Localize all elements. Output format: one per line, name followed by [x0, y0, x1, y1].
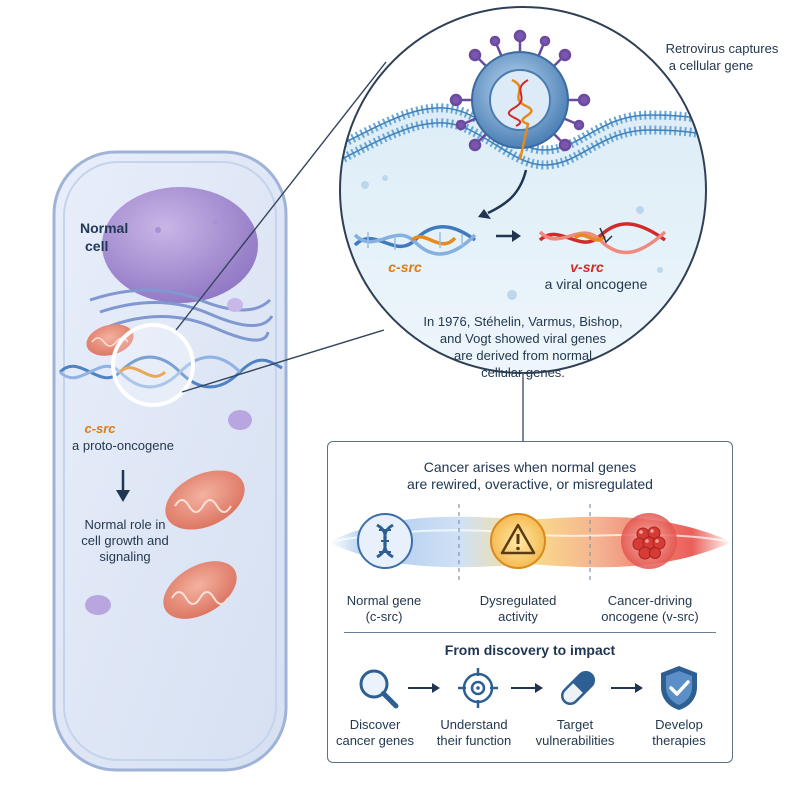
- cell-title: Normal: [80, 220, 129, 236]
- panel-heading-line2: are rewired, overactive, or misregulated: [407, 476, 653, 492]
- zoom-connector-top: [175, 61, 387, 331]
- cell-title-line2: cell: [85, 238, 109, 254]
- mitochondria: [86, 324, 245, 619]
- vesicles: [85, 298, 252, 615]
- step-arrow-icon: [511, 683, 543, 693]
- v-src-dna: [538, 222, 667, 255]
- history-line2: and Vogt showed viral genes: [439, 331, 607, 346]
- conversion-arrow-icon: [496, 230, 521, 242]
- normal-cell: [52, 150, 288, 772]
- c-src-label: c-src: [388, 259, 422, 275]
- retrovirus-caption-line2: a cellular gene: [668, 58, 754, 73]
- warning-icon: [490, 513, 546, 569]
- cell-dna: [58, 355, 283, 389]
- history-line1: In 1976, Stéhelin, Varmus, Bishop,: [423, 314, 623, 329]
- impact-title: From discovery to impact: [444, 642, 616, 658]
- cancer-panel: [327, 441, 733, 763]
- stage-oncogene-label: Cancer-driving: [607, 593, 693, 608]
- cell-role-line3: signaling: [99, 549, 151, 564]
- panel-heading: Cancer arises when normal genes: [423, 459, 637, 475]
- zoom-lens: [111, 323, 195, 407]
- stage-normal-label: Normal gene: [346, 593, 422, 608]
- magnifier-icon: [359, 669, 399, 709]
- v-src-description: a viral oncogene: [544, 276, 648, 292]
- step-arrow-icon: [611, 683, 643, 693]
- stage-oncogene-sub: oncogene (v-src): [601, 609, 699, 624]
- pill-icon: [560, 670, 596, 706]
- step-arrow-icon: [408, 683, 440, 693]
- shield-check-icon: [661, 666, 697, 710]
- tumor-cells-icon: [621, 513, 677, 569]
- retrovirus: [449, 29, 591, 161]
- history-line4: cellular genes.: [481, 365, 565, 380]
- nucleus: [102, 187, 258, 303]
- cell-gene-label: c-src: [84, 421, 116, 436]
- step-discover-label: Discover: [349, 717, 401, 732]
- step-discover-sub: cancer genes: [335, 733, 415, 748]
- cell-gene-description: a proto-oncogene: [72, 438, 174, 453]
- cell-role-line1: Normal role in: [84, 517, 166, 532]
- stage-dysregulated-sub: activity: [498, 609, 538, 624]
- down-arrow-icon: [116, 470, 130, 502]
- retrovirus-caption: Retrovirus captures: [665, 41, 779, 56]
- target-icon: [458, 668, 498, 708]
- zoom-circle: [339, 6, 707, 374]
- step-understand-sub: their function: [436, 733, 512, 748]
- step-target-sub: vulnerabilities: [535, 733, 615, 748]
- step-understand-label: Understand: [440, 717, 508, 732]
- insertion-arrow: [487, 169, 528, 215]
- dna-icon: [357, 513, 413, 569]
- history-line3: are derived from normal: [454, 348, 592, 363]
- step-target-label: Target: [556, 717, 594, 732]
- c-src-dna: [353, 225, 477, 256]
- step-develop-sub: therapies: [652, 733, 706, 748]
- step-develop-label: Develop: [655, 717, 703, 732]
- cell-role-line2: cell growth and: [81, 533, 169, 548]
- stage-normal-sub: (c-src): [365, 609, 403, 624]
- stage-dysregulated-label: Dysregulated: [479, 593, 557, 608]
- zoom-connector-bottom: [181, 329, 385, 393]
- v-src-label: v-src: [570, 259, 604, 275]
- panel-divider: [344, 632, 716, 633]
